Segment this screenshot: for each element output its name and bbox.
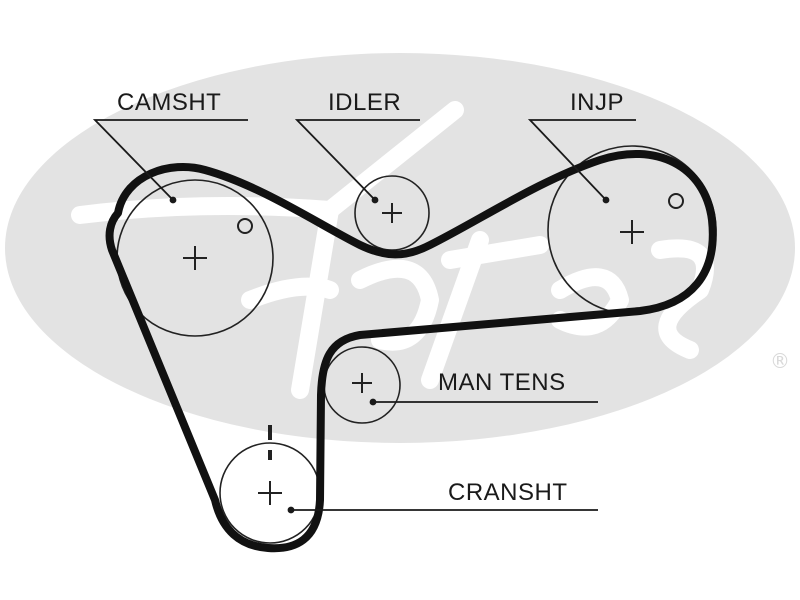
camshaft-center-mark — [183, 246, 207, 270]
crankshaft-label: CRANSHT — [448, 479, 568, 506]
crankshaft-center-mark — [258, 481, 282, 505]
idler-leader — [294, 119, 420, 201]
injection-pump-timing-mark — [668, 193, 684, 209]
logo-ellipse — [5, 53, 795, 443]
injection-pump-leader-dot — [602, 196, 610, 204]
injection-pump-center-mark — [620, 220, 644, 244]
leader-lines — [92, 119, 636, 514]
camshaft-timing-mark — [237, 218, 253, 234]
registered-mark: ® — [770, 349, 790, 373]
tensioner-leader-dot — [369, 398, 377, 406]
injection-pump-leader — [527, 119, 636, 201]
tensioner-center-mark — [352, 373, 372, 393]
crankshaft-leader-dot — [287, 506, 295, 514]
idler-pulley-circle — [354, 175, 430, 251]
idler-pulley — [354, 175, 430, 251]
camshaft-leader — [92, 119, 248, 201]
gates-logo-watermark: ® — [5, 53, 795, 443]
timing-belt — [105, 149, 717, 553]
manual-tensioner-label: MAN TENS — [438, 369, 566, 396]
crankshaft-pulley — [219, 425, 321, 544]
camshaft-leader-dot — [169, 196, 177, 204]
camshaft-label: CAMSHT — [117, 89, 221, 116]
idler-leader-dot — [371, 196, 379, 204]
idler-center-mark — [382, 203, 402, 223]
injection-pump-label: INJP — [570, 89, 624, 116]
logo-wordmark — [71, 101, 714, 399]
idler-label: IDLER — [328, 89, 401, 116]
